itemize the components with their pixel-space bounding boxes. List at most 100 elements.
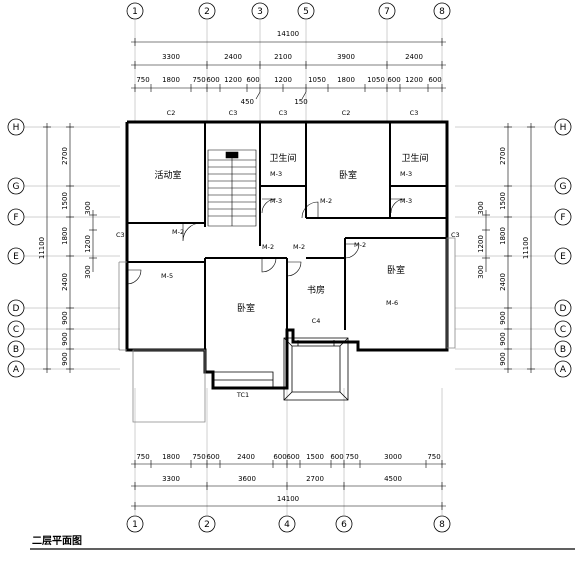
dim-top-total: 14100 <box>277 30 299 38</box>
stairwell <box>208 150 256 226</box>
entry-canopy <box>284 338 348 400</box>
axis-label-right: B <box>560 345 566 355</box>
top-axis-bubbles <box>126 2 451 20</box>
door-tag: M-3 <box>400 170 412 178</box>
dim-top-row3: 1200 <box>405 76 423 84</box>
room-label-bedroom-center: 卧室 <box>237 302 255 314</box>
window-tag: C3 <box>279 109 288 117</box>
dim-top-row3: 600 <box>206 76 219 84</box>
dim-right-seg: 1500 <box>499 192 507 210</box>
dim-bottom-row2: 3300 <box>162 475 180 483</box>
axis-label-left: C <box>13 325 19 335</box>
dim-right-seg: 900 <box>499 332 507 345</box>
dim-left-seg: 1500 <box>61 192 69 210</box>
left-dimension-lines <box>43 123 97 373</box>
door-tag: M-3 <box>270 170 282 178</box>
dim-bottom-row1: 750 <box>136 453 149 461</box>
axis-label-top: 5 <box>303 7 309 17</box>
window-tag: C2 <box>167 109 176 117</box>
dim-bottom-row1: 750 <box>427 453 440 461</box>
dim-left-total: 11100 <box>38 237 46 259</box>
window-tag: C3 <box>410 109 419 117</box>
dim-top-row2: 2100 <box>274 53 292 61</box>
dim-left-seg: 2700 <box>61 147 69 165</box>
dim-top-row3: 1050 <box>308 76 326 84</box>
axis-label-bottom: 1 <box>132 520 138 530</box>
dim-top-row3: 600 <box>387 76 400 84</box>
axis-label-left: A <box>13 365 20 375</box>
door-tag: M-2 <box>172 228 184 236</box>
window-tag: C2 <box>342 109 351 117</box>
dim-left-seg: 2400 <box>61 273 69 291</box>
dim-bottom-row1: 750 <box>192 453 205 461</box>
dim-bottom-row2: 2700 <box>306 475 324 483</box>
room-label-study: 书房 <box>307 284 325 296</box>
dim-top-row2: 2400 <box>224 53 242 61</box>
room-label-bath-right: 卫生间 <box>401 152 428 164</box>
dim-top-sub: 450 <box>241 98 254 106</box>
axis-label-right: E <box>560 252 566 262</box>
bottom-dimension-lines <box>131 460 446 510</box>
door-tag: M-2 <box>293 243 305 251</box>
dim-left-seg: 900 <box>61 311 69 324</box>
dim-bottom-row1: 2400 <box>237 453 255 461</box>
dim-left-sub: 300 <box>84 265 92 278</box>
axis-label-right: G <box>560 182 567 192</box>
dim-bottom-row1: 1800 <box>162 453 180 461</box>
dim-top-row3: 1200 <box>274 76 292 84</box>
door-tag: M-6 <box>386 299 398 307</box>
dim-bottom-row1: 600 <box>286 453 299 461</box>
axis-label-right: H <box>560 123 567 133</box>
door-swings <box>127 199 405 284</box>
left-axis-bubbles <box>7 118 25 378</box>
dim-left-seg: 1800 <box>61 227 69 245</box>
axis-label-left: E <box>13 252 19 262</box>
window-tag: C3 <box>229 109 238 117</box>
dim-top-row2: 3900 <box>337 53 355 61</box>
dim-bottom-total: 14100 <box>277 495 299 503</box>
dim-top-row2: 2400 <box>405 53 423 61</box>
axis-label-bottom: 2 <box>204 520 210 530</box>
dim-top-row3: 600 <box>246 76 259 84</box>
axis-label-top: 1 <box>132 7 138 17</box>
dim-left-sub: 1200 <box>84 235 92 253</box>
right-dimension-lines <box>482 123 535 373</box>
dim-right-sub: 300 <box>477 265 485 278</box>
dim-bottom-row1: 750 <box>345 453 358 461</box>
axis-label-top: 8 <box>439 7 445 17</box>
dim-bottom-row1: 600 <box>206 453 219 461</box>
room-label-bath-left: 卫生间 <box>269 152 296 164</box>
dim-right-seg: 1800 <box>499 227 507 245</box>
dim-bottom-row2: 4500 <box>384 475 402 483</box>
door-tag: M-2 <box>354 241 366 249</box>
dim-left-seg: 900 <box>61 332 69 345</box>
dim-right-total: 11100 <box>522 237 530 259</box>
window-tag: C3 <box>116 231 125 239</box>
dim-bottom-row1: 600 <box>330 453 343 461</box>
dim-right-seg: 900 <box>499 311 507 324</box>
dim-top-row3: 750 <box>192 76 205 84</box>
axis-label-left: B <box>13 345 19 355</box>
room-label-activity: 活动室 <box>154 169 181 181</box>
dim-bottom-row1: 600 <box>273 453 286 461</box>
axis-label-right: A <box>560 365 567 375</box>
dim-bottom-row1: 3000 <box>384 453 402 461</box>
dim-top-row3: 1200 <box>224 76 242 84</box>
window-tag: C3 <box>451 231 460 239</box>
axis-label-bottom: 4 <box>284 520 290 530</box>
door-tag: M-3 <box>270 197 282 205</box>
dim-right-seg: 900 <box>499 352 507 365</box>
axis-label-bottom: 6 <box>341 520 347 530</box>
axis-label-top: 7 <box>384 7 390 17</box>
dim-top-sub: 150 <box>294 98 307 106</box>
drawing-title: 二层平面图 <box>32 535 82 547</box>
axis-label-top: 3 <box>257 7 263 17</box>
top-dimension-lines <box>131 38 446 99</box>
room-label-bedroom-right: 卧室 <box>387 264 405 276</box>
dim-bottom-row2: 3600 <box>238 475 256 483</box>
axis-label-left: H <box>13 123 20 133</box>
door-tag: M-3 <box>400 197 412 205</box>
axis-label-left: D <box>13 304 20 314</box>
dim-top-row3: 1800 <box>162 76 180 84</box>
